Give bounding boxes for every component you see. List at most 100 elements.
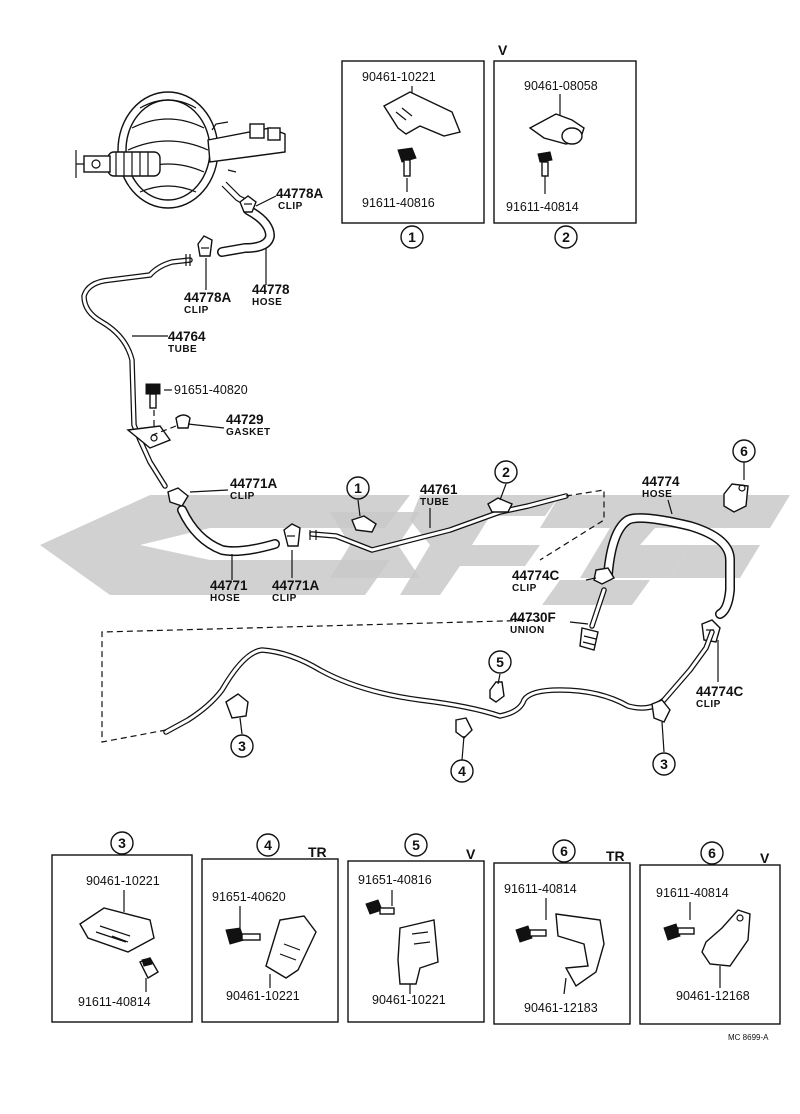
callout-3-left: 3 bbox=[230, 734, 254, 758]
svg-text:3: 3 bbox=[238, 738, 246, 754]
clip-44771A-left bbox=[167, 487, 189, 507]
label-44764: 44764 bbox=[168, 329, 206, 344]
label-44778A-top: 44778A bbox=[276, 186, 324, 201]
clip-44771A-bottom bbox=[283, 523, 301, 547]
label-clip-44771A-left: CLIP bbox=[230, 491, 255, 502]
label-gasket: GASKET bbox=[226, 427, 271, 438]
label-clip-44774C-top: CLIP bbox=[512, 583, 537, 594]
detail-box-6-tr: 6 TR 91611-40814 90461-12183 bbox=[493, 839, 631, 1025]
label-44771A-bottom: 44771A bbox=[272, 578, 320, 593]
svg-text:91611-40814: 91611-40814 bbox=[504, 882, 577, 896]
svg-text:4: 4 bbox=[264, 837, 272, 853]
svg-text:TR: TR bbox=[606, 848, 625, 864]
clamp-3-left bbox=[225, 693, 249, 719]
svg-text:V: V bbox=[498, 42, 508, 58]
svg-text:91611-40816: 91611-40816 bbox=[362, 196, 435, 210]
svg-text:V: V bbox=[760, 850, 770, 866]
svg-text:3: 3 bbox=[118, 835, 126, 851]
callout-1-main: 1 bbox=[346, 476, 370, 500]
lower-vacuum-tube bbox=[101, 619, 715, 743]
svg-text:90461-08058: 90461-08058 bbox=[524, 79, 598, 93]
svg-text:91611-40814: 91611-40814 bbox=[656, 886, 729, 900]
svg-text:1: 1 bbox=[354, 480, 362, 496]
callout-3-right: 3 bbox=[652, 752, 676, 776]
detail-box-3: 3 90461-10221 91611-40814 bbox=[51, 831, 193, 1023]
vacuum-hose-44771 bbox=[177, 505, 280, 557]
label-44774C-top: 44774C bbox=[512, 568, 560, 583]
svg-text:90461-12168: 90461-12168 bbox=[676, 989, 750, 1003]
leader-lines bbox=[132, 195, 745, 761]
svg-text:90461-10221: 90461-10221 bbox=[86, 874, 160, 888]
label-44774C-bottom: 44774C bbox=[696, 684, 744, 699]
watermark-logo bbox=[40, 495, 790, 605]
svg-text:90461-10221: 90461-10221 bbox=[226, 989, 300, 1003]
clamp-2-on-tube bbox=[487, 497, 513, 513]
label-44730F: 44730F bbox=[510, 610, 556, 625]
detail-box-4: 4 TR 91651-40620 90461-10221 bbox=[201, 833, 339, 1023]
vacuum-hose-44778 bbox=[217, 205, 275, 257]
callout-5-main: 5 bbox=[488, 650, 512, 674]
label-clip-mid: CLIP bbox=[184, 305, 209, 316]
label-44778: 44778 bbox=[252, 282, 290, 297]
vacuum-tube-44761 bbox=[309, 489, 605, 561]
detail-box-2: V 90461-08058 91611-40814 2 bbox=[493, 42, 637, 249]
label-hose-44771: HOSE bbox=[210, 593, 240, 604]
label-44771: 44771 bbox=[210, 578, 248, 593]
label-44771A-left: 44771A bbox=[230, 476, 278, 491]
svg-text:V: V bbox=[466, 846, 476, 862]
svg-text:5: 5 bbox=[412, 837, 420, 853]
svg-text:90461-12183: 90461-12183 bbox=[524, 1001, 598, 1015]
label-hose-44774: HOSE bbox=[642, 489, 672, 500]
svg-text:4: 4 bbox=[458, 763, 466, 779]
clamp-6-on-hose bbox=[723, 483, 749, 513]
label-clip-44774C-bottom: CLIP bbox=[696, 699, 721, 710]
gasket-44729 bbox=[149, 414, 191, 437]
label-clip-44771A-bottom: CLIP bbox=[272, 593, 297, 604]
bolt-91651-40820 bbox=[145, 383, 161, 428]
label-44729: 44729 bbox=[226, 412, 264, 427]
label-hose-44778: HOSE bbox=[252, 297, 282, 308]
detail-box-5: 5 V 91651-40816 90461-10221 bbox=[347, 833, 485, 1023]
clip-44778A-top bbox=[239, 195, 257, 213]
callout-6-main: 6 bbox=[732, 439, 756, 463]
vacuum-tube-44764 bbox=[81, 254, 193, 489]
label-clip-top: CLIP bbox=[278, 201, 303, 212]
svg-text:6: 6 bbox=[560, 843, 568, 859]
svg-text:6: 6 bbox=[708, 845, 716, 861]
svg-text:90461-10221: 90461-10221 bbox=[372, 993, 446, 1007]
label-91651-40820: 91651-40820 bbox=[174, 383, 248, 397]
callout-4-main: 4 bbox=[450, 759, 474, 783]
brake-booster bbox=[75, 91, 286, 209]
svg-text:TR: TR bbox=[308, 844, 327, 860]
vacuum-hose-44774 bbox=[603, 513, 735, 619]
label-tube-44764: TUBE bbox=[168, 344, 197, 355]
clamp-4-on-tube bbox=[455, 717, 473, 739]
detail-box-6-v: 6 V 91611-40814 90461-12168 bbox=[639, 841, 781, 1025]
label-tube-44761: TUBE bbox=[420, 497, 449, 508]
svg-text:2: 2 bbox=[502, 464, 510, 480]
tube-bracket bbox=[126, 425, 172, 449]
callout-2-main: 2 bbox=[494, 460, 518, 484]
svg-text:91651-40620: 91651-40620 bbox=[212, 890, 286, 904]
clamp-1-on-tube bbox=[351, 515, 377, 533]
svg-text:90461-10221: 90461-10221 bbox=[362, 70, 436, 84]
svg-text:91651-40816: 91651-40816 bbox=[358, 873, 432, 887]
label-44761: 44761 bbox=[420, 482, 458, 497]
detail-box-1: 90461-10221 91611-40816 1 bbox=[341, 60, 485, 249]
svg-text:3: 3 bbox=[660, 756, 668, 772]
label-44778A-mid: 44778A bbox=[184, 290, 232, 305]
clamp-5-on-tube bbox=[489, 681, 505, 703]
svg-text:91611-40814: 91611-40814 bbox=[78, 995, 151, 1009]
svg-text:1: 1 bbox=[408, 229, 416, 245]
svg-text:6: 6 bbox=[740, 443, 748, 459]
svg-text:91611-40814: 91611-40814 bbox=[506, 200, 579, 214]
clip-44778A-mid bbox=[197, 235, 213, 257]
label-union: UNION bbox=[510, 625, 545, 636]
document-code: MC 8699-A bbox=[728, 1033, 769, 1042]
clamp-3-right bbox=[651, 699, 671, 723]
svg-text:2: 2 bbox=[562, 229, 570, 245]
label-44774: 44774 bbox=[642, 474, 680, 489]
union-44730F bbox=[579, 587, 607, 651]
svg-text:5: 5 bbox=[496, 654, 504, 670]
